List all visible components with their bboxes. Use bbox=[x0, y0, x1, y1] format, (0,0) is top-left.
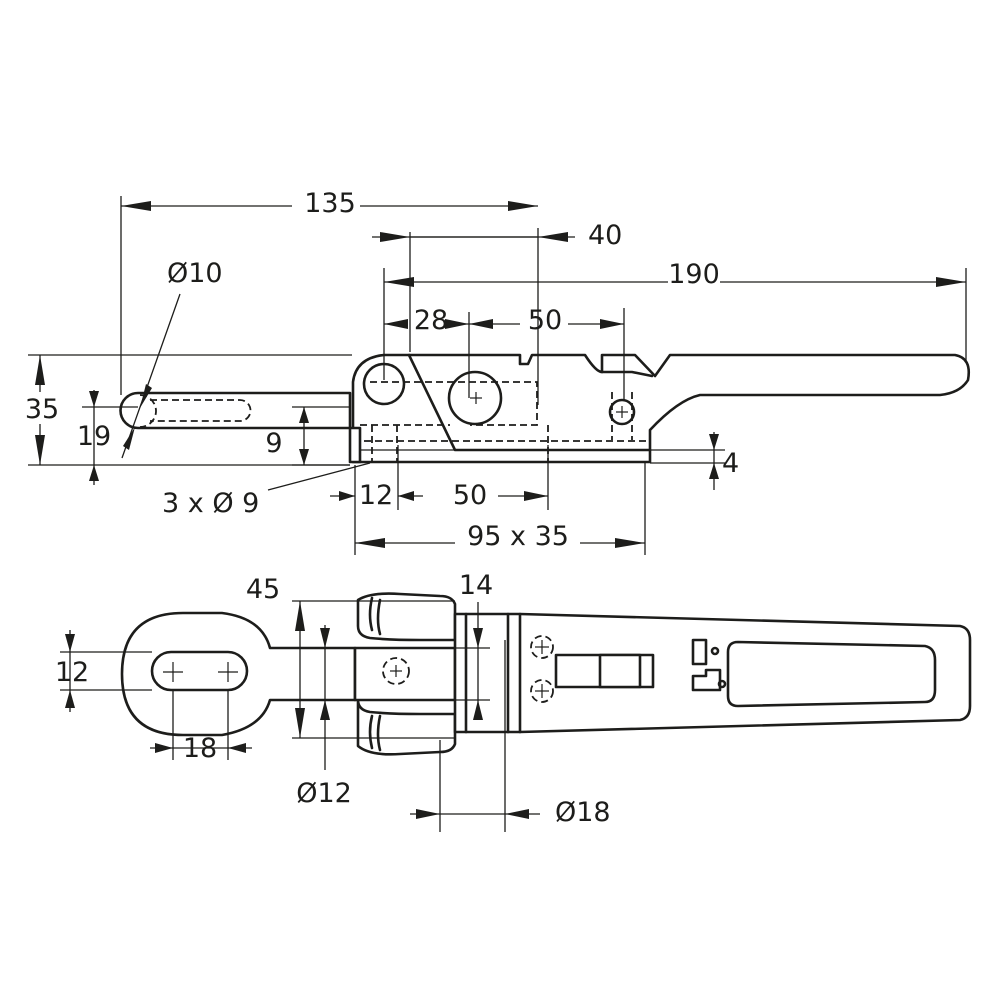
dim-14-label: 14 bbox=[459, 570, 493, 601]
dimension-slot-12: 12 bbox=[55, 630, 89, 712]
dim-rod-diameter-label: Ø12 bbox=[296, 778, 352, 809]
handle-plate bbox=[453, 612, 972, 734]
dim-28-label: 28 bbox=[414, 305, 448, 336]
dim-pin-diameter-label: Ø10 bbox=[167, 258, 223, 289]
dim-9-label: 9 bbox=[265, 428, 282, 459]
dim-4-label: 4 bbox=[722, 448, 739, 479]
dimension-19: 19 bbox=[77, 390, 111, 485]
dimension-190: 190 bbox=[384, 259, 966, 290]
dimension-holes: 3 x Ø 9 bbox=[162, 462, 371, 519]
clevis bbox=[353, 592, 457, 756]
dim-hole-spacing-label: 50 bbox=[453, 480, 487, 511]
dim-slot-12-label: 12 bbox=[55, 657, 89, 688]
dimension-35: 35 bbox=[22, 355, 60, 465]
dimension-40: 40 bbox=[372, 220, 622, 251]
dimension-pin-diameter: Ø10 bbox=[121, 258, 223, 459]
dimension-12-50: 12 50 bbox=[330, 480, 548, 511]
eye-loop bbox=[120, 611, 357, 737]
dim-190-label: 190 bbox=[668, 259, 720, 290]
dimension-4: 4 bbox=[709, 432, 739, 490]
dim-slot-18-label: 18 bbox=[183, 733, 217, 764]
dim-135-label: 135 bbox=[304, 188, 356, 219]
hook-bolt bbox=[119, 391, 352, 430]
dim-washer-diameter-label: Ø18 bbox=[555, 797, 611, 828]
dim-12-label: 12 bbox=[359, 480, 393, 511]
side-view: 135 40 190 28 50 bbox=[22, 188, 970, 555]
dim-45-label: 45 bbox=[246, 574, 280, 605]
dimension-9: 9 bbox=[265, 407, 309, 465]
dim-holes-label: 3 x Ø 9 bbox=[162, 488, 259, 519]
dim-19-label: 19 bbox=[77, 421, 111, 452]
side-extension-lines bbox=[28, 196, 967, 555]
dimension-washer-diameter: Ø18 bbox=[410, 797, 611, 828]
side-centrelines bbox=[470, 392, 628, 418]
dim-35-label: 35 bbox=[25, 394, 59, 425]
dimension-28-50: 28 50 bbox=[384, 305, 624, 398]
dim-base-plate-label: 95 x 35 bbox=[467, 521, 569, 552]
top-view: 45 Ø12 14 12 18 bbox=[55, 570, 972, 832]
dim-50-top-label: 50 bbox=[528, 305, 562, 336]
dimension-slot-18: 18 bbox=[150, 733, 252, 764]
dimension-rod-diameter: Ø12 bbox=[296, 625, 352, 809]
dimension-135: 135 bbox=[121, 188, 538, 219]
dimension-14: 14 bbox=[459, 570, 493, 720]
lever-body bbox=[348, 353, 970, 464]
dim-40-label: 40 bbox=[588, 220, 622, 251]
dimension-45: 45 bbox=[246, 574, 305, 738]
dimension-base-plate: 95 x 35 bbox=[355, 521, 645, 552]
